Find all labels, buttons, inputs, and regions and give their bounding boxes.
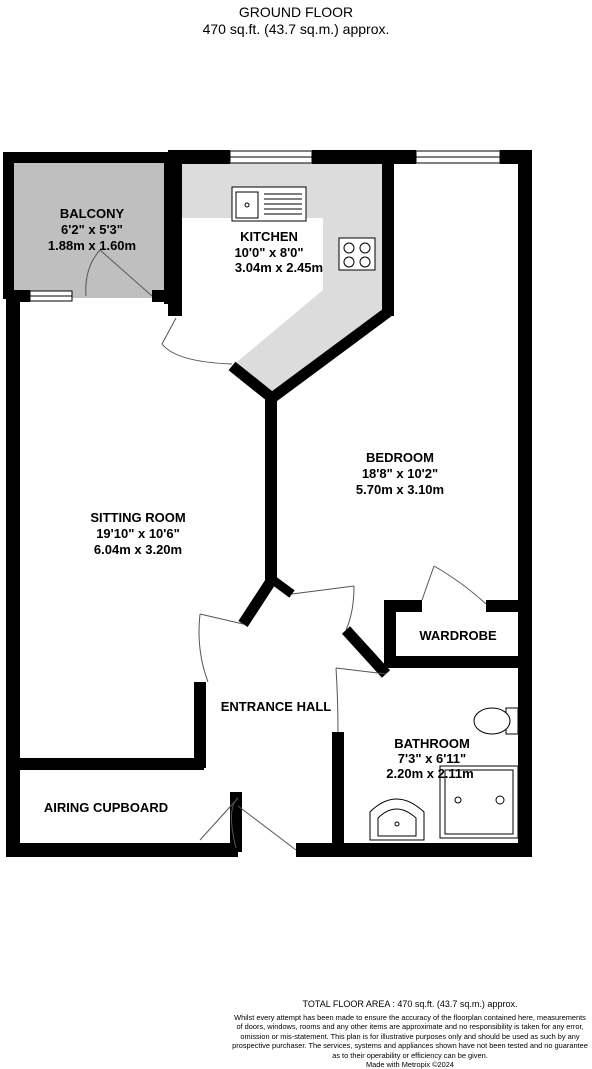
made-with-credit: Made with Metropix ©2024 [365, 1060, 455, 1069]
bedroom-name: BEDROOM [366, 450, 434, 465]
sitting-room-metric: 6.04m x 3.20m [94, 542, 182, 557]
bathroom-name: BATHROOM [394, 736, 470, 751]
kitchen-metric: 3.04m x 2.45m [235, 260, 323, 275]
airing-cupboard-name: AIRING CUPBOARD [44, 800, 168, 815]
disclaimer-line-3: omission or mis-statement. This plan is … [240, 1031, 580, 1041]
balcony-metric: 1.88m x 1.60m [48, 238, 136, 253]
sitting-room-imperial: 19'10" x 10'6" [96, 526, 180, 541]
total-floor-area: TOTAL FLOOR AREA : 470 sq.ft. (43.7 sq.m… [302, 999, 518, 1009]
disclaimer-line-2: of doors, windows, rooms and any other i… [236, 1022, 584, 1032]
bedroom-metric: 5.70m x 3.10m [356, 482, 444, 497]
kitchen-name: KITCHEN [240, 229, 298, 244]
basin-icon [369, 798, 425, 841]
bathroom-metric: 2.20m x 2.11m [386, 766, 473, 781]
entrance-hall-name: ENTRANCE HALL [221, 699, 332, 714]
kitchen-sink-icon [231, 186, 307, 222]
kitchen-worktop [178, 162, 385, 398]
floor-area: 470 sq.ft. (43.7 sq.m.) approx. [202, 21, 390, 37]
balcony-area [8, 158, 170, 298]
footer: TOTAL FLOOR AREA : 470 sq.ft. (43.7 sq.m… [232, 998, 588, 1069]
disclaimer-line-1: Whilst every attempt has been made to en… [234, 1013, 586, 1022]
toilet-icon [473, 707, 519, 735]
balcony-imperial: 6'2" x 5'3" [61, 222, 123, 237]
bathroom-imperial: 7'3" x 6'11" [398, 751, 466, 766]
bedroom-imperial: 18'8" x 10'2" [362, 466, 438, 481]
sitting-room-name: SITTING ROOM [90, 510, 185, 525]
door-swings [85, 249, 487, 851]
hob-icon [338, 237, 376, 271]
shower-tray-icon [439, 765, 519, 839]
disclaimer-line-4: prospective purchaser. The services, sys… [232, 1041, 588, 1051]
floor-header: GROUND FLOOR 470 sq.ft. (43.7 sq.m.) app… [0, 4, 592, 38]
disclaimer-line-5: as to their operability or efficiency ca… [332, 1050, 488, 1060]
windows [29, 150, 501, 302]
balcony-name: BALCONY [60, 206, 125, 221]
kitchen-imperial: 10'0" x 8'0" [234, 245, 303, 260]
floor-title: GROUND FLOOR [238, 4, 354, 20]
wardrobe-name: WARDROBE [419, 628, 497, 643]
walls [3, 150, 532, 857]
